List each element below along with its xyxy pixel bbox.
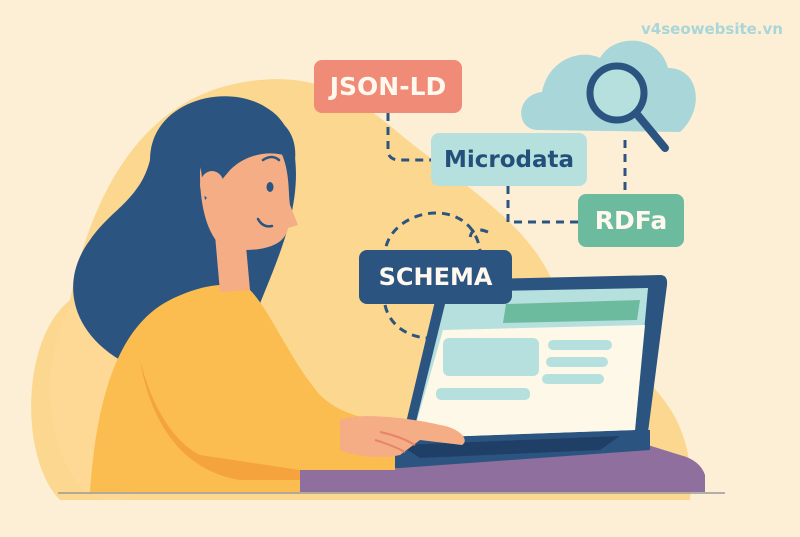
schema-tag: SCHEMA	[359, 250, 512, 304]
laptop	[370, 275, 668, 468]
jsonld-label: JSON-LD	[329, 72, 447, 101]
magnifying-glass-icon	[586, 62, 669, 152]
schema-label: SCHEMA	[378, 263, 493, 291]
sweater	[90, 284, 395, 492]
jsonld-tag: JSON-LD	[314, 60, 462, 113]
microdata-tag: Microdata	[431, 133, 587, 186]
rdfa-label: RDFa	[594, 206, 668, 235]
hands	[340, 416, 465, 458]
microdata-label: Microdata	[443, 146, 575, 173]
rdfa-tag: RDFa	[578, 194, 684, 247]
watermark: v4seowebsite.vn	[641, 20, 783, 38]
